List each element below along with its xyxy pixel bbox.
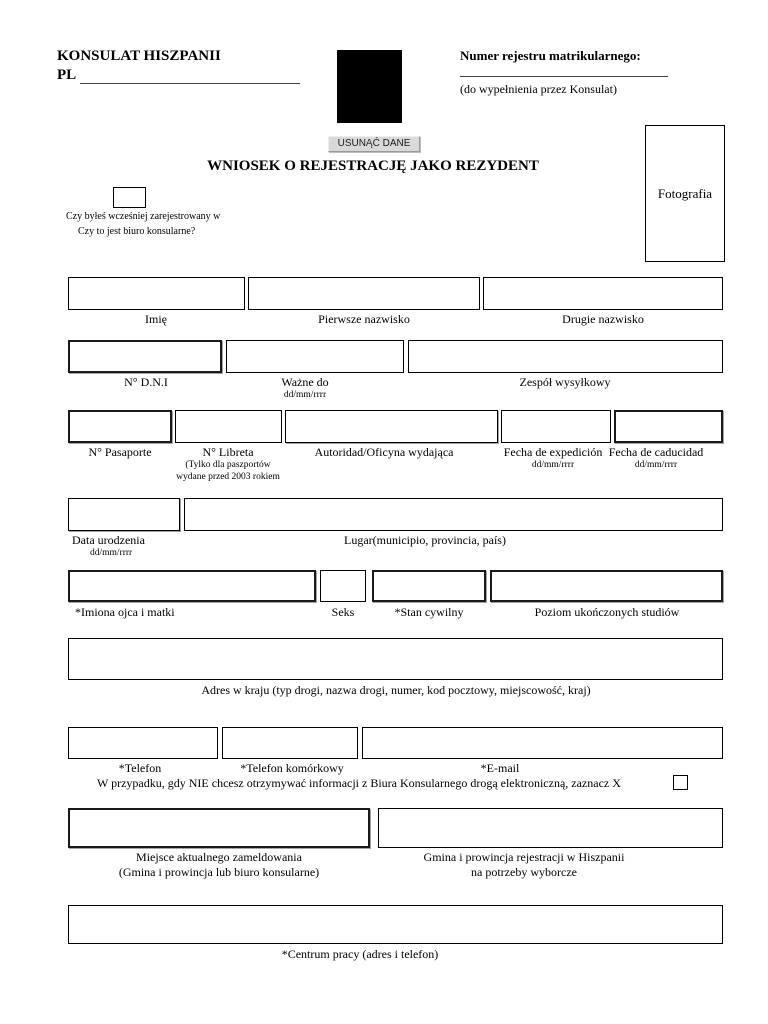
dispatch-team-input[interactable] xyxy=(408,340,723,373)
mobile-input[interactable] xyxy=(222,727,358,759)
barcode-black-box xyxy=(337,50,402,123)
country-prefix: PL xyxy=(57,67,77,83)
prev-registered-checkbox[interactable] xyxy=(113,187,146,208)
email-optout-checkbox[interactable] xyxy=(673,775,688,790)
birth-place-label: Lugar(municipio, provincia, país) xyxy=(344,533,506,547)
current-residence-input[interactable] xyxy=(68,808,370,848)
email-optout-text: W przypadku, gdy NIE chcesz otrzymywać i… xyxy=(97,776,621,790)
expedition-date-input[interactable] xyxy=(501,410,611,443)
work-center-input[interactable] xyxy=(68,905,723,944)
form-title: WNIOSEK O REJESTRACJĘ JAKO REZYDENT xyxy=(207,158,539,174)
country-prefix-blank-line[interactable] xyxy=(80,68,300,84)
valid-until-label: Ważne do xyxy=(281,375,329,389)
libreta-label: N° Libreta xyxy=(202,445,254,459)
marital-status-input[interactable] xyxy=(372,570,486,602)
sex-label: Seks xyxy=(331,605,355,619)
passport-input[interactable] xyxy=(68,410,172,443)
expedition-date-format-hint: dd/mm/rrrr xyxy=(531,460,575,470)
prev-registered-question-line2: Czy to jest biuro konsularne? xyxy=(78,226,196,237)
libreta-hint-line1: (Tylko dla paszportów xyxy=(185,460,271,470)
email-input[interactable] xyxy=(362,727,723,759)
expiry-date-label: Fecha de caducidad xyxy=(608,445,704,459)
birth-date-input[interactable] xyxy=(68,498,180,531)
libreta-hint-line2: wydane przed 2003 rokiem xyxy=(176,472,280,482)
email-label: *E-mail xyxy=(480,761,520,775)
address-label: Adres w kraju (typ drogi, nazwa drogi, n… xyxy=(201,683,591,697)
registry-number-blank-line[interactable] xyxy=(460,62,668,77)
address-input[interactable] xyxy=(68,638,723,680)
birth-place-input[interactable] xyxy=(184,498,723,531)
libreta-input[interactable] xyxy=(175,410,282,443)
surname1-input[interactable] xyxy=(248,277,480,310)
clear-data-button[interactable]: USUNĄĆ DANE xyxy=(328,136,420,152)
sex-input[interactable] xyxy=(320,570,366,602)
authority-input[interactable] xyxy=(285,410,498,443)
valid-until-format-hint: dd/mm/rrrr xyxy=(283,390,327,400)
spain-municipality-sublabel: na potrzeby wyborcze xyxy=(471,865,577,879)
registry-number-label: Numer rejestru matrikularnego: xyxy=(460,48,641,63)
first-name-label: Imię xyxy=(145,312,167,326)
dispatch-team-label: Zespół wysyłkowy xyxy=(519,375,611,389)
dni-input[interactable] xyxy=(68,340,222,373)
spain-municipality-label: Gmina i prowincja rejestracji w Hiszpani… xyxy=(423,850,625,864)
registry-note: (do wypełnienia przez Konsulat) xyxy=(460,82,617,96)
current-residence-sublabel: (Gmina i prowincja lub biuro konsularne) xyxy=(118,865,320,879)
work-center-label: *Centrum pracy (adres i telefon) xyxy=(281,947,439,961)
expedition-date-label: Fecha de expedición xyxy=(503,445,603,459)
consulate-title: KONSULAT HISZPANII xyxy=(57,48,221,64)
mobile-label: *Telefon komórkowy xyxy=(240,761,344,775)
surname2-label: Drugie nazwisko xyxy=(562,312,644,326)
parents-names-label: *Imiona ojca i matki xyxy=(75,605,175,619)
expiry-date-input[interactable] xyxy=(614,410,723,443)
surname1-label: Pierwsze nazwisko xyxy=(318,312,410,326)
education-input[interactable] xyxy=(490,570,723,602)
dni-label: N° D.N.I xyxy=(124,375,168,389)
parents-names-input[interactable] xyxy=(68,570,316,602)
phone-label: *Telefon xyxy=(118,761,162,775)
spain-municipality-input[interactable] xyxy=(378,808,723,848)
birth-date-format-hint: dd/mm/rrrr xyxy=(90,548,133,558)
current-residence-label: Miejsce aktualnego zameldowania xyxy=(136,850,302,864)
surname2-input[interactable] xyxy=(483,277,723,310)
marital-status-label: *Stan cywilny xyxy=(394,605,464,619)
photo-placeholder-box: Fotografia xyxy=(645,125,725,262)
valid-until-input[interactable] xyxy=(226,340,404,373)
birth-date-label: Data urodzenia xyxy=(72,533,145,547)
expiry-date-format-hint: dd/mm/rrrr xyxy=(634,460,678,470)
education-label: Poziom ukończonych studiów xyxy=(534,605,680,619)
phone-input[interactable] xyxy=(68,727,218,759)
authority-label: Autoridad/Oficyna wydająca xyxy=(314,445,454,459)
photo-label: Fotografia xyxy=(657,185,713,201)
passport-label: N° Pasaporte xyxy=(88,445,152,459)
first-name-input[interactable] xyxy=(68,277,245,310)
prev-registered-question-line1: Czy byłeś wcześniej zarejestrowany w xyxy=(66,211,221,222)
